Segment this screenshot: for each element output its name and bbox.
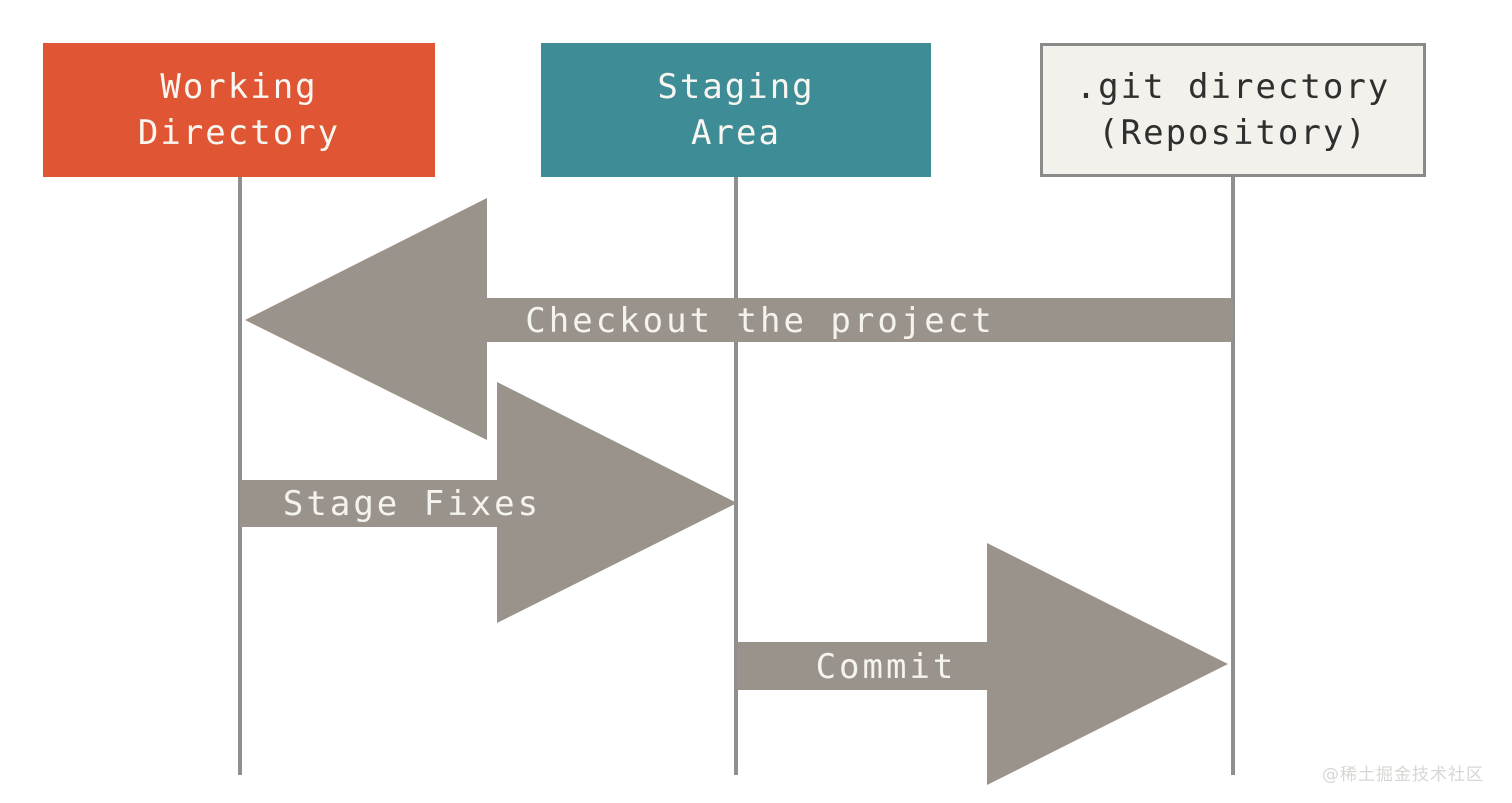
- working-directory-box: Working Directory: [43, 43, 435, 177]
- commit-arrow-label: Commit: [815, 647, 957, 687]
- working-directory-label-line2: Directory: [137, 113, 341, 153]
- git-directory-box: .git directory (Repository): [1040, 43, 1426, 177]
- working-directory-lifeline: [238, 177, 242, 775]
- staging-area-label-line1: Staging: [657, 67, 815, 107]
- watermark: @稀土掘金技术社区: [1322, 765, 1484, 785]
- git-directory-label-line1: .git directory: [1075, 67, 1391, 107]
- staging-area-box: Staging Area: [541, 43, 931, 177]
- stage-fixes-arrow: [240, 382, 737, 623]
- git-directory-lifeline: [1231, 177, 1235, 775]
- stage-fixes-arrow-label: Stage Fixes: [282, 484, 542, 524]
- staging-area-lifeline: [734, 177, 738, 775]
- git-directory-label-line2: (Repository): [1098, 113, 1368, 153]
- commit-arrow: [737, 543, 1228, 785]
- checkout-arrow-label: Checkout the project: [525, 301, 995, 341]
- checkout-arrow: [245, 198, 1233, 440]
- staging-area-label-line2: Area: [691, 113, 781, 153]
- working-directory-label-line1: Working: [160, 67, 318, 107]
